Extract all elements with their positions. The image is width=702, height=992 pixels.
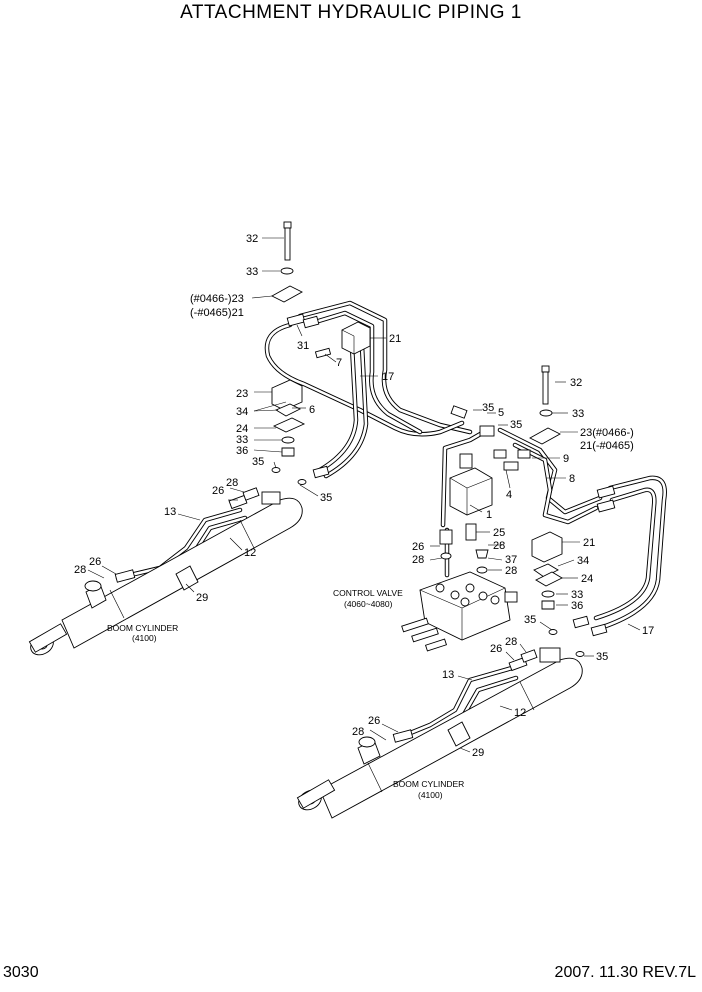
callout-13: 13 (442, 669, 454, 681)
callout-28: 28 (74, 564, 86, 576)
callout-17: 17 (382, 371, 394, 383)
callout-23: (#0466-)23 (190, 293, 244, 305)
callout-23: 23 (236, 388, 248, 400)
boom-cylinder-label-left: BOOM CYLINDER (107, 623, 178, 633)
callout-33: 33 (571, 589, 583, 601)
callout-6: 6 (309, 404, 315, 416)
callout-37: 37 (505, 554, 517, 566)
callout-35: 35 (320, 492, 332, 504)
callout-33: 33 (572, 408, 584, 420)
pipe-network (115, 300, 667, 741)
clamps-29 (175, 565, 471, 747)
callout-35: 35 (596, 651, 608, 663)
callout-21: (-#0465)21 (190, 307, 244, 319)
callout-34: 34 (236, 406, 248, 418)
callout-28: 28 (412, 554, 424, 566)
callout-26: 26 (412, 541, 424, 553)
callout-28: 28 (505, 636, 517, 648)
right-bolt-32 (529, 365, 561, 445)
callout-17: 17 (642, 625, 654, 637)
callout-21: 21 (389, 333, 401, 345)
callout-8: 8 (569, 473, 575, 485)
callout-26: 26 (212, 485, 224, 497)
control-valve-label: CONTROL VALVE (333, 588, 403, 598)
callout-24: 24 (236, 423, 248, 435)
right-clamp-stack (531, 531, 563, 610)
callout-28: 28 (226, 477, 238, 489)
callout-29: 29 (196, 592, 208, 604)
page-title: ATTACHMENT HYDRAULIC PIPING 1 (180, 2, 522, 23)
callout-26: 26 (490, 643, 502, 655)
callout-25: 25 (493, 527, 505, 539)
clamp-block-21 (341, 321, 371, 355)
fittings-25-37 (465, 523, 489, 574)
callout-5: 5 (498, 407, 504, 419)
callout-33: 33 (246, 266, 258, 278)
callout-13: 13 (164, 506, 176, 518)
boom-cylinder-code-left: (4100) (132, 633, 157, 643)
callout-29: 29 (472, 747, 484, 759)
callout-12: 12 (514, 707, 526, 719)
callout-35: 35 (482, 402, 494, 414)
callout-36: 36 (571, 600, 583, 612)
callout-1: 1 (486, 509, 492, 521)
callout-36: 36 (236, 445, 248, 457)
control-valve-range: (4060~4080) (344, 599, 393, 609)
callout-31: 31 (297, 340, 309, 352)
callout-35: 35 (524, 614, 536, 626)
callout-28: 28 (352, 726, 364, 738)
clamp-23 (271, 285, 303, 303)
small-fittings (114, 313, 616, 743)
page-number: 3030 (3, 964, 39, 981)
valve-block-1 (449, 453, 493, 516)
left-clamp-stack (271, 379, 306, 457)
control-valve-body (401, 571, 518, 652)
callout-26: 26 (368, 715, 380, 727)
right-boom-cylinder (296, 647, 583, 819)
callout-7: 7 (336, 357, 342, 369)
callout-28: 28 (493, 540, 505, 552)
component-labels: CONTROL VALVE (4060~4080) BOOM CYLINDER … (107, 588, 464, 800)
revision-date: 2007. 11.30 REV.7L (554, 964, 696, 981)
washer-33 (280, 267, 294, 275)
leader-lines (87, 237, 641, 753)
callout-33: 33 (236, 434, 248, 446)
fitting-31 (314, 347, 332, 359)
callout-9: 9 (563, 453, 569, 465)
callout-28: 28 (505, 565, 517, 577)
callout-34: 34 (577, 555, 589, 567)
callout-4: 4 (506, 489, 512, 501)
callout-32: 32 (246, 233, 258, 245)
callout-32: 32 (570, 377, 582, 389)
callout-23: 23(#0466-) (580, 427, 634, 439)
callout-labels: 32 33 (#0466-)23 (-#0465)21 31 21 7 17 2… (74, 233, 654, 759)
upper-bolt-32 (283, 221, 292, 261)
callout-26: 26 (89, 556, 101, 568)
callout-21: 21(-#0465) (580, 440, 634, 452)
boom-cylinder-code-right: (4100) (418, 790, 443, 800)
callout-21: 21 (583, 537, 595, 549)
callout-12: 12 (244, 547, 256, 559)
boom-cylinder-label-right: BOOM CYLINDER (393, 779, 464, 789)
callout-35: 35 (252, 456, 264, 468)
callout-35: 35 (510, 419, 522, 431)
callout-24: 24 (581, 573, 593, 585)
